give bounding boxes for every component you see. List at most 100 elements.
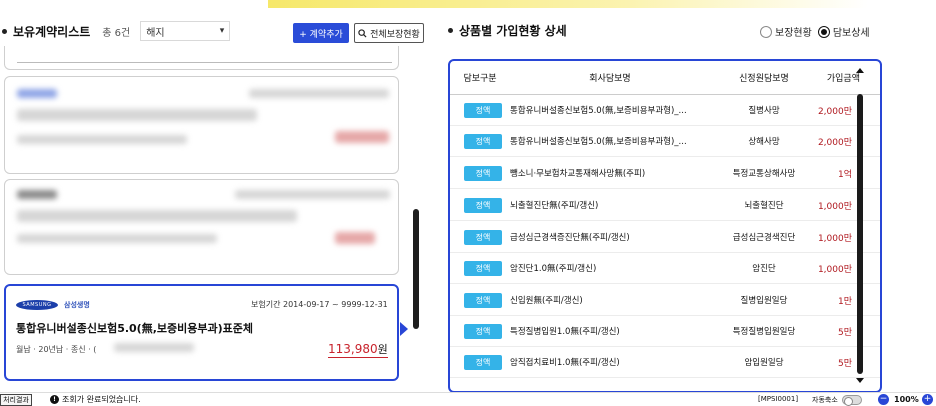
scroll-up-icon[interactable] [856,68,864,73]
zoom-level: 100% [894,395,919,404]
detail-header: 상품별 가입현황 상세 [446,22,567,39]
col-header-amount: 가입금액 [826,74,860,84]
coverage-amount: 5만 [837,328,852,338]
standard-coverage-name: 상해사망 [748,137,780,147]
table-header: 담보구분 회사담보명 신정원담보명 가입금액 [450,61,880,95]
table-row[interactable]: 정액 뇌출혈진단無(주피/갱신) 뇌출혈진단 1,000만 [450,190,880,221]
blurred-info [114,343,194,352]
scrollbar-thumb[interactable] [413,209,419,329]
table-row[interactable]: 정액 급성심근경색증진단無(주피/갱신) 급성심근경색진단 1,000만 [450,222,880,253]
search-icon [358,28,367,38]
company-coverage-name: 암직접치료비1.0無(주피/갱신) [510,358,620,368]
all-coverage-button[interactable]: 전체보장현황 [354,23,424,43]
info-icon: ! [50,395,59,404]
blurred-premium [335,232,375,244]
card-divider [17,62,392,63]
company-coverage-name: 특정질병입원1.0無(주피/갱신) [510,327,620,337]
monthly-premium: 113,980원 [328,341,388,358]
coverage-type-tag: 정액 [464,261,502,276]
radio-on-icon [817,25,830,38]
status-message: ! 조회가 완료되었습니다. [50,394,141,405]
insurer-name: 삼성생명 [64,301,90,309]
zoom-in-icon[interactable]: + [922,394,933,405]
table-row[interactable]: 정액 암진단1.0無(주피/갱신) 암진단 1,000만 [450,253,880,284]
coverage-type-tag: 정액 [464,293,502,308]
blurred-company [17,89,57,98]
radio-coverage-details[interactable]: 담보상세 [817,24,870,39]
coverage-type-tag: 정액 [464,166,502,181]
result-label[interactable]: 처리결과 [0,394,32,406]
payment-info: 월납 · 20년납 · 종신 · ( [16,345,97,354]
contract-list-scrollbar[interactable] [413,64,419,384]
table-row[interactable]: 정액 통합유니버설종신보험5.0(無,보증비용부과형)_... 상해사망 2,0… [450,126,880,157]
blurred-product [17,210,297,222]
detail-title: 상품별 가입현황 상세 [459,24,567,38]
blurred-info [17,234,217,243]
company-coverage-name: 통합유니버설종신보험5.0(無,보증비용부과형)_... [510,137,687,147]
contract-card[interactable] [4,179,399,275]
standard-coverage-name: 특정교통상해사망 [732,169,796,179]
radio-details-label: 담보상세 [832,28,870,39]
zoom-out-icon[interactable]: − [878,394,889,405]
autofit-toggle[interactable] [842,395,862,406]
table-row[interactable]: 정액 신입원無(주피/갱신) 질병입원일당 1만 [450,285,880,316]
coverage-amount: 1억 [837,170,852,180]
premium-value: 113,980 [328,342,378,356]
radio-off-icon [760,25,772,38]
table-row[interactable]: 정액 암직접치료비1.0無(주피/갱신) 암입원일당 5만 [450,347,880,378]
standard-coverage-name: 질병입원일당 [740,296,788,306]
blurred-period [249,89,389,98]
contract-count: 총 6건 [102,27,131,39]
view-mode-radio-group: 보장현황 담보상세 [760,24,870,39]
contract-list-title: 보유계약리스트 [13,24,91,39]
contract-list-header: 보유계약리스트 총 6건 해지 ▾ [0,16,400,46]
coverage-type-tag: 정액 [464,230,502,245]
company-coverage-name: 급성심근경색증진단無(주피/갱신) [510,233,630,243]
status-message-text: 조회가 완료되었습니다. [62,395,141,404]
scroll-down-icon[interactable] [856,378,864,383]
company-coverage-name: 뇌출혈진단無(주피/갱신) [510,201,599,211]
coverage-detail-table: 담보구분 회사담보명 신정원담보명 가입금액 정액 통합유니버설종신보험5.0(… [448,59,882,393]
samsung-logo: SAMSUNG [16,300,58,310]
company-coverage-name: 암진단1.0無(주피/갱신) [510,264,597,274]
all-coverage-label: 전체보장현황 [370,29,420,40]
status-bar: 처리결과 ! 조회가 완료되었습니다. [MPSI0001] 자동축소 − 10… [0,392,936,406]
col-header-name: 회사담보명 [589,74,631,84]
radio-coverage-label: 보장현황 [775,28,812,39]
status-filter-select[interactable]: 해지 ▾ [140,21,231,41]
add-contract-button[interactable]: + 계약추가 [293,23,349,43]
status-filter-value: 해지 [146,27,165,39]
standard-coverage-name: 질병사망 [748,106,780,116]
standard-coverage-name: 암입원일당 [744,358,784,368]
blurred-product [17,109,257,121]
coverage-type-tag: 정액 [464,134,502,149]
radio-coverage-status[interactable]: 보장현황 [760,24,812,39]
coverage-type-tag: 정액 [464,324,502,339]
scrollbar-thumb[interactable] [857,94,863,374]
col-header-standard: 신정원담보명 [739,74,789,84]
coverage-amount: 1,000만 [817,202,852,212]
chevron-down-icon: ▾ [219,26,225,36]
standard-coverage-name: 특정질병입원일당 [732,327,796,337]
blurred-premium [335,131,389,143]
top-highlight-strip [268,0,868,8]
table-row[interactable]: 정액 특정질병입원1.0無(주피/갱신) 특정질병입원일당 5만 [450,316,880,347]
coverage-type-tag: 정액 [464,355,502,370]
company-coverage-name: 신입원無(주피/갱신) [510,296,583,306]
detail-table-scrollbar[interactable] [854,62,866,390]
premium-unit: 원 [377,343,388,356]
coverage-period: 보험기간 2014-09-17 ~ 9999-12-31 [251,300,388,309]
selected-pointer-icon [400,322,408,336]
contract-card[interactable] [4,76,399,174]
screen-id: [MPSI0001] [758,395,799,403]
coverage-amount: 2,000만 [817,107,852,117]
table-row[interactable]: 정액 통합유니버설종신보험5.0(無,보증비용부과형)_... 질병사망 2,0… [450,95,880,126]
standard-coverage-name: 급성심근경색진단 [732,233,796,243]
contract-card[interactable] [4,46,399,70]
blurred-company [17,190,57,199]
coverage-amount: 1,000만 [817,265,852,275]
coverage-amount: 1만 [837,297,852,307]
contract-card-selected[interactable]: SAMSUNG 삼성생명 보험기간 2014-09-17 ~ 9999-12-3… [4,284,399,381]
table-row[interactable]: 정액 뺑소니·무보험차교통재해사망無(주피) 특정교통상해사망 1억 [450,158,880,189]
